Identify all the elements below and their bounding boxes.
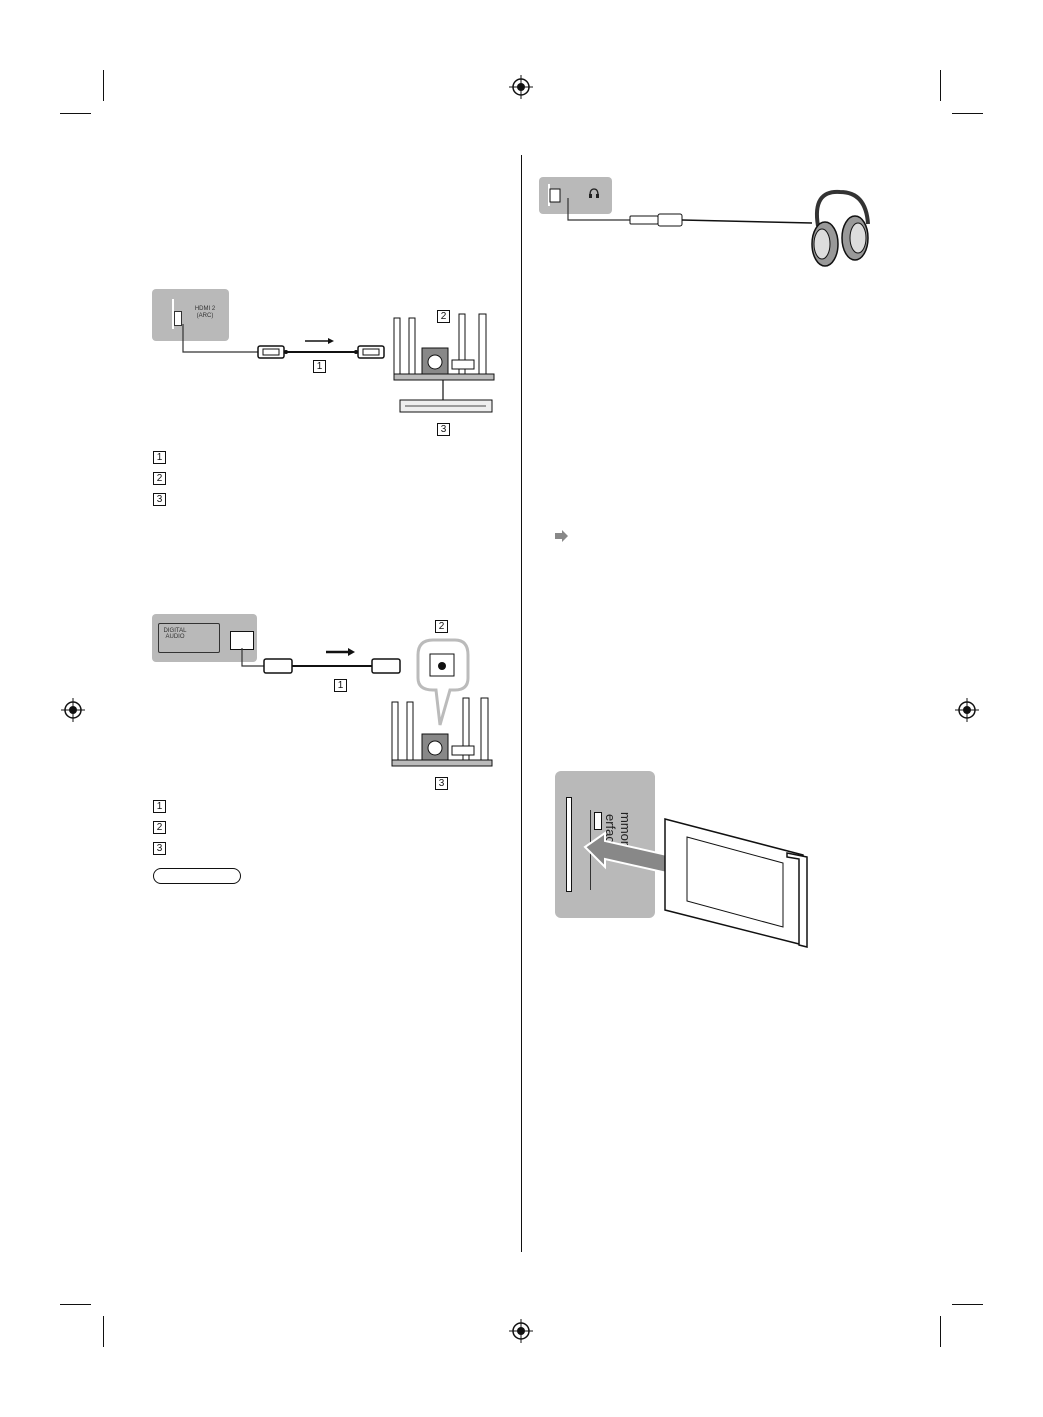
optical-callout-3: 3 (435, 777, 448, 790)
crop-mark-top-right-v (940, 70, 941, 101)
tv-hdmi-panel (152, 289, 229, 341)
hdmi-legend-3: 3 (153, 493, 166, 506)
hdmi-callout-2: 2 (437, 310, 450, 323)
column-divider (521, 155, 522, 1252)
optical-port-label-1: DIGITAL (163, 628, 187, 634)
optical-callout-2: 2 (435, 620, 448, 633)
tv-edge-line (172, 299, 174, 329)
optical-port-frame (158, 623, 220, 653)
optical-cable-illustration (241, 638, 493, 767)
optical-legend-3: 3 (153, 842, 166, 855)
hdmi-callout-1: 1 (313, 360, 326, 373)
headphones-cable-illustration (548, 184, 870, 267)
optical-callout-1: 1 (334, 679, 347, 692)
hdmi-legend-1: 1 (153, 451, 166, 464)
optical-port-label-2: AUDIO (165, 634, 185, 640)
hdmi-callout-3: 3 (437, 423, 450, 436)
registration-mark-bottom (509, 1319, 533, 1343)
reference-arrow-icon (555, 530, 568, 542)
crop-mark-top-right-h (952, 113, 983, 114)
optical-legend-2: 2 (153, 821, 166, 834)
optical-legend-1: 1 (153, 800, 166, 813)
registration-mark-right (955, 698, 979, 722)
hdmi-port-label-2: (ARC) (196, 313, 214, 319)
ci-tv-edge (566, 797, 572, 892)
registration-mark-left (61, 698, 85, 722)
registration-mark-top (509, 75, 533, 99)
hdmi-port-label-1: HDMI 2 (194, 306, 216, 312)
hdmi-legend-2: 2 (153, 472, 166, 485)
crop-mark-bottom-right-h (952, 1304, 983, 1305)
note-pill (153, 868, 241, 884)
crop-mark-top-left-h (60, 113, 91, 114)
crop-mark-bottom-left-h (60, 1304, 91, 1305)
hdmi-port (174, 311, 182, 326)
ci-slot (594, 812, 602, 830)
headphone-jack-icon (589, 188, 599, 198)
crop-mark-bottom-right-v (940, 1316, 941, 1347)
crop-mark-bottom-left-v (103, 1316, 104, 1347)
hdmi-cable-illustration (182, 313, 495, 413)
ci-card-illustration (583, 818, 808, 948)
crop-mark-top-left-v (103, 70, 104, 101)
